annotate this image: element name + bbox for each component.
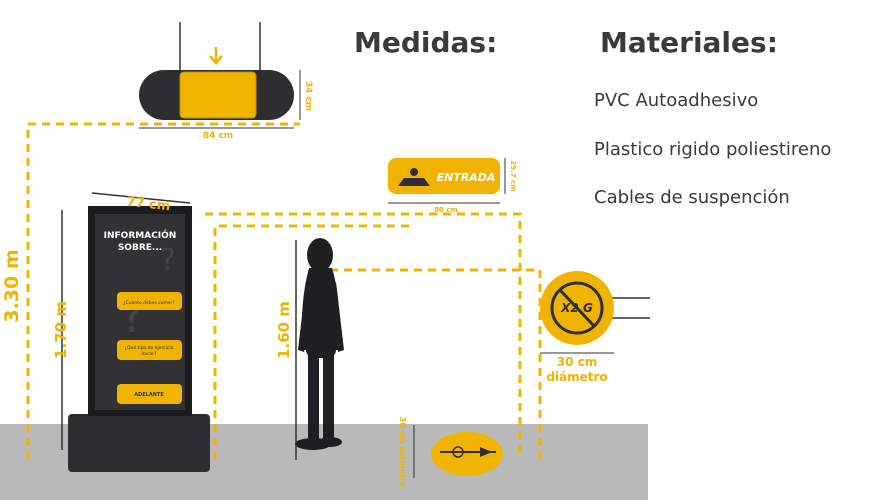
kiosk-title-line2: SOBRE... — [118, 243, 162, 253]
round-sign-diameter-label: diámetro — [546, 370, 607, 384]
arrow-down-icon — [209, 47, 223, 65]
hanging-sign — [139, 22, 301, 129]
entrance-sign-width-label: 80 cm — [434, 206, 458, 214]
measures-heading: Medidas: — [354, 26, 498, 59]
person-silhouette — [295, 238, 344, 450]
material-item-plastic: Plastico rigido poliestireno — [594, 139, 832, 160]
hanging-sign-width-label: 84 cm — [203, 131, 233, 141]
round-sign-text: X2 G — [560, 301, 593, 315]
material-item-pvc: PVC Autoadhesivo — [594, 90, 759, 111]
total-height-label: 3.30 m — [1, 249, 23, 322]
kiosk-button-2-line2: hacer? — [141, 351, 157, 357]
round-sign — [540, 271, 650, 354]
kiosk-button-3: ADELANTE — [134, 392, 164, 398]
kiosk-button-2-line1: ¿Qué tipo de ejercicio — [125, 344, 174, 351]
kiosk-width-label: 77 cm — [126, 195, 171, 215]
person-icon — [398, 178, 430, 186]
kiosk-height-label: 1.70 m — [52, 301, 70, 359]
info-kiosk: ? ? — [61, 192, 210, 472]
entrance-sign-height-label: 29.7 cm — [509, 160, 517, 191]
hanging-sign-height-label: 34 cm — [303, 81, 313, 111]
person-height-label: 1.60 m — [275, 301, 293, 359]
dashed-guides — [26, 122, 542, 460]
round-sign-diameter-value: 30 cm — [557, 355, 598, 369]
kiosk-title-line1: INFORMACIÓN — [104, 229, 177, 241]
materials-heading: Materiales: — [600, 26, 778, 59]
floor-sticker — [413, 425, 503, 478]
material-item-cables: Cables de suspención — [594, 187, 790, 208]
question-mark-decoration: ? — [160, 243, 176, 278]
floor-sticker-diameter-label: 30 cm diámetro — [398, 417, 407, 488]
arrow-right-icon — [480, 447, 492, 457]
kiosk-button-1: ¿Cuánto debes comer? — [123, 299, 175, 306]
entrance-sign-text: ENTRADA — [437, 171, 496, 184]
entrance-sign — [388, 158, 506, 204]
